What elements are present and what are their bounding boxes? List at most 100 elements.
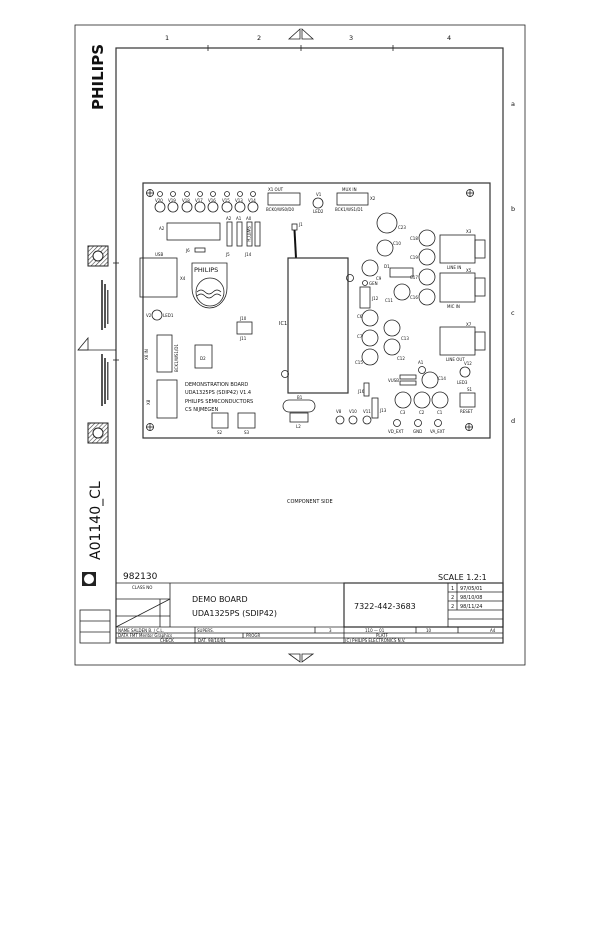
x2-label: X2: [370, 196, 376, 201]
cap-label: C7: [357, 334, 363, 339]
a1-label: A1: [418, 360, 424, 365]
registration-mark: [87, 245, 109, 267]
b1-label: B1: [297, 395, 303, 400]
reset-label: RESET: [460, 409, 473, 414]
frame-ticks: [113, 45, 394, 361]
revision-date: 98/11/24: [460, 604, 482, 610]
row-label: c: [511, 309, 515, 317]
bottom-leds: [335, 415, 372, 425]
cap-label: C13: [401, 336, 409, 341]
j1-label: J1: [298, 222, 303, 227]
pcb-board: V20 V19 V18 V17 V16 V15 V13 V14 X1 OUT B…: [139, 182, 491, 439]
x6-signals: BCK1/WS1/D1: [174, 344, 179, 372]
date-field: DAT. 98/10/01: [198, 638, 226, 643]
mic-in-label: MIC IN: [447, 304, 460, 309]
format: A4: [490, 628, 496, 633]
led-label: V8: [336, 409, 342, 414]
reset-button[interactable]: [459, 392, 476, 408]
inner-frame: [115, 47, 504, 644]
board-text: CS NIJMEGEN: [185, 407, 218, 413]
row-label: d: [511, 417, 515, 425]
revision-date: 98/10/08: [460, 595, 482, 601]
b1-crystal: [282, 399, 316, 413]
led3-label: LED3: [457, 380, 468, 385]
addr-label: A1: [236, 216, 242, 221]
mux-signals: BCK1/WS1/D1: [335, 207, 363, 212]
led-label: V16: [208, 198, 216, 203]
s3-label: S3: [244, 430, 250, 435]
margin-fine-print: [101, 280, 109, 406]
copyright: (C) PHILIPS ELECTRONICS N.V.: [345, 638, 405, 643]
line-in-label: LINE IN: [447, 265, 461, 270]
d2: [194, 344, 213, 369]
j12-label: J12: [371, 296, 379, 301]
mounting-hole-icon: [146, 189, 474, 431]
led-label: V19: [168, 198, 176, 203]
s1-label: S1: [467, 387, 473, 392]
s2-label: S2: [217, 430, 223, 435]
led-label: V11: [363, 409, 371, 414]
d1-label: D1: [384, 264, 390, 269]
x2-header: [336, 192, 369, 206]
led1-label: LED1: [163, 313, 174, 318]
sheet-number: 3: [329, 628, 332, 633]
class-no-label: CLASS NO: [132, 585, 152, 590]
d2-label: D2: [200, 356, 206, 361]
l2-inductor: [289, 412, 309, 423]
j13-label: J13: [379, 408, 387, 413]
outer-frame: [74, 24, 526, 666]
led-label: V10: [349, 409, 357, 414]
board-text: PHILIPS SEMICONDUCTORS: [185, 399, 253, 405]
part-number: 7322-442-3683: [354, 602, 416, 611]
view-label: COMPONENT SIDE: [287, 499, 333, 505]
x1-header: [267, 192, 301, 206]
cap-label: C11: [385, 298, 393, 303]
led-row: [154, 191, 259, 213]
title-block: 982130 SCALE 1.2:1 CLASS NO DEMO BOARD U…: [79, 572, 504, 644]
cap-label: C15: [355, 360, 363, 365]
cap-label: C9: [376, 276, 382, 281]
led1: [151, 309, 163, 321]
vusb-label: VUSB: [388, 378, 399, 383]
j11-label: J11: [239, 336, 247, 341]
v2-label: V2: [146, 313, 152, 318]
x6-label: X6 IN: [144, 349, 149, 360]
v12-label: V12: [464, 361, 472, 366]
mux-label: MUX IN: [342, 187, 357, 192]
drawing-id: A01140_CL: [88, 481, 104, 560]
cap-label: C23: [398, 225, 406, 230]
led-label: V14: [248, 198, 256, 203]
capacitors: [361, 212, 449, 409]
check-field: CHECK: [160, 638, 174, 643]
d1: [389, 267, 414, 278]
s3-button[interactable]: [237, 412, 256, 429]
x6-header: [156, 334, 173, 373]
revision-number: 2: [451, 604, 454, 610]
led3: [459, 366, 471, 378]
x5-label: X5: [466, 268, 472, 273]
cap-label: C2: [419, 410, 425, 415]
s2-button[interactable]: [211, 412, 229, 429]
x1-signals: BCK0/WS0/D0: [266, 207, 294, 212]
cap-label: C10: [393, 241, 401, 246]
usb-label: USB: [155, 252, 163, 257]
cap-label: C6: [357, 314, 363, 319]
data-format: DATA FMT Mentor Graphics: [118, 633, 172, 638]
addr-label: A2: [226, 216, 232, 221]
philips-emblem-icon: [82, 572, 96, 586]
column-label: 4: [447, 34, 451, 42]
column-label: 3: [349, 34, 353, 42]
x3-label: X3: [466, 229, 472, 234]
cap-label: C18: [410, 236, 418, 241]
x8-connector: [156, 379, 178, 419]
philips-brand: PHILIPS: [89, 44, 107, 110]
x1-label: X1 OUT: [268, 187, 284, 192]
size-code: 110 — 01: [365, 628, 385, 633]
led-label: V18: [182, 198, 190, 203]
board-text: UDA1325PS (SDIP42) V1.4: [185, 390, 251, 396]
a2-chip: [166, 222, 221, 241]
sheet-total: 10: [426, 628, 432, 633]
jumper-label: J6: [185, 248, 190, 253]
terminal-label: VA_EXT: [430, 429, 445, 434]
